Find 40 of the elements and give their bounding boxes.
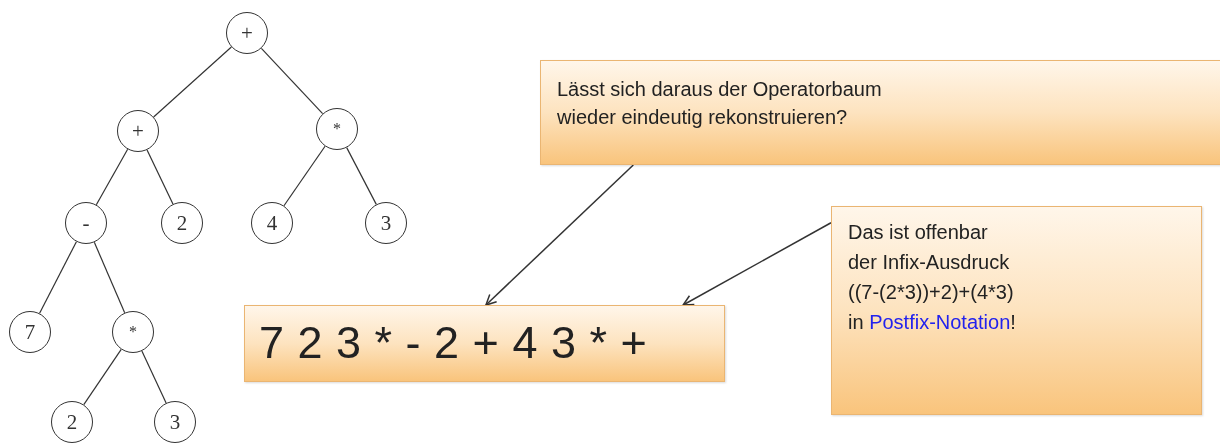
tree-edge: [39, 241, 77, 314]
tree-node-circle: [316, 108, 358, 150]
node-label: *: [333, 120, 341, 138]
tree-node-circle: [65, 202, 107, 244]
expression-box: [244, 305, 725, 382]
tree-edge: [283, 145, 326, 207]
tree-edge: [95, 148, 129, 206]
node-label: 2: [176, 210, 188, 236]
tree-node-circle: [117, 110, 159, 152]
callout-box: [831, 206, 1202, 415]
node-label: 3: [380, 210, 392, 236]
callout-box: [540, 60, 1220, 165]
postfix-expression: 7 2 3 * - 2 + 4 3 * +: [259, 316, 649, 370]
callout-text: Lässt sich daraus der Operatorbaum wieder eindeutig rekonstruieren?: [557, 77, 883, 130]
arrow: [682, 221, 832, 306]
tree-edge: [260, 47, 324, 115]
tree-edge: [346, 147, 377, 205]
node-label: 7: [24, 319, 36, 345]
node-label: +: [241, 20, 253, 46]
callout-text: Das ist offenbar der Infix-Ausdruck ((7-(2*3))+2)+(4*3) in Postfix-Notation!: [848, 220, 1017, 335]
tree-edge: [93, 241, 126, 314]
tree-node-circle: [251, 202, 293, 244]
tree-node-circle: [51, 401, 93, 443]
tree-node-circle: [365, 202, 407, 244]
node-label: +: [132, 118, 144, 144]
tree-node-circle: [226, 12, 268, 54]
node-label: -: [82, 210, 90, 236]
node-label: 2: [66, 409, 78, 435]
node-label: 4: [266, 210, 278, 236]
tree-edge: [83, 348, 122, 406]
tree-edge: [153, 46, 232, 118]
node-label: 3: [169, 409, 181, 435]
arrow: [485, 164, 635, 306]
tree-node-circle: [9, 311, 51, 353]
tree-node-circle: [154, 401, 196, 443]
node-label: *: [129, 323, 137, 341]
tree-node-circle: [161, 202, 203, 244]
tree-edge: [141, 350, 167, 404]
tree-edge: [146, 149, 174, 205]
tree-node-circle: [112, 311, 154, 353]
